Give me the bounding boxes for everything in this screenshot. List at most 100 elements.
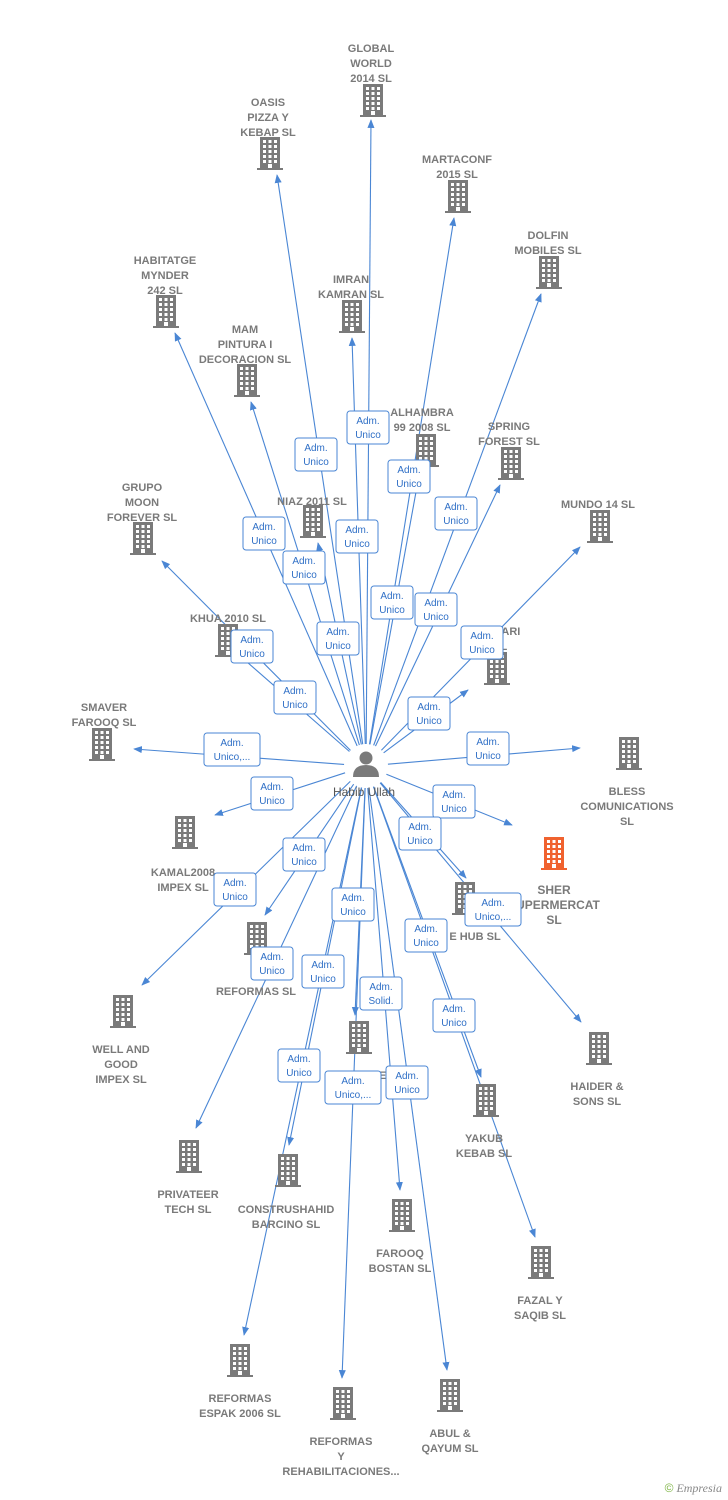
- company-node-abul[interactable]: ABUL &QAYUM SL: [421, 1379, 479, 1455]
- role-tag[interactable]: Adm.Unico: [385, 1065, 429, 1100]
- company-label-line: COMUNICATIONS: [580, 801, 673, 813]
- company-label-line: 99 2008 SL: [394, 422, 451, 434]
- building-icon: [339, 300, 365, 333]
- building-icon: [360, 84, 386, 117]
- role-tag[interactable]: Adm.Unico: [407, 696, 451, 731]
- company-label-line: HAIDER &: [570, 1081, 623, 1093]
- role-tag-text: Unico: [396, 479, 422, 490]
- role-tag[interactable]: Adm.Unico: [242, 516, 286, 551]
- role-tag-text: Unico: [286, 1068, 312, 1079]
- role-tag[interactable]: Adm.Unico: [460, 625, 504, 660]
- company-label-line: MYNDER: [141, 270, 189, 282]
- role-tag[interactable]: Adm.Unico: [277, 1048, 321, 1083]
- role-tag[interactable]: Adm.Unico: [282, 550, 326, 585]
- role-tag-text: Unico: [355, 430, 381, 441]
- role-tag-text: Unico: [340, 907, 366, 918]
- role-tag[interactable]: Adm.Unico: [282, 837, 326, 872]
- role-tag[interactable]: Adm.Solid.: [359, 976, 403, 1011]
- role-tag[interactable]: Adm.Unico: [404, 918, 448, 953]
- company-label-line: FOREST SL: [478, 436, 540, 448]
- role-tag-text: Unico: [310, 974, 336, 985]
- company-label-line: GOOD: [104, 1059, 138, 1071]
- building-icon: [110, 995, 136, 1028]
- company-node-reformas-y-rehab[interactable]: REFORMASYREHABILITACIONES...: [282, 1387, 400, 1478]
- role-tag[interactable]: Adm.Unico: [370, 585, 414, 620]
- role-tag[interactable]: Adm.Unico: [346, 410, 390, 445]
- building-icon: [234, 364, 260, 397]
- center-node[interactable]: Habib Ullah: [333, 751, 395, 800]
- role-tag[interactable]: Adm.Unico: [250, 946, 294, 981]
- role-tag-text: Adm.: [369, 982, 392, 993]
- role-tag[interactable]: Adm.Unico: [230, 629, 274, 664]
- role-tag-text: Unico: [282, 700, 308, 711]
- role-tag-text: Unico: [291, 857, 317, 868]
- copyright-icon: ©: [664, 1481, 674, 1495]
- role-tag-text: Adm.: [424, 598, 447, 609]
- role-tag-text: Unico: [475, 751, 501, 762]
- role-tag-text: Adm.: [395, 1071, 418, 1082]
- company-label-line: WORLD: [350, 58, 392, 70]
- role-tag[interactable]: Adm.Unico: [294, 437, 338, 472]
- role-tag[interactable]: Adm.Unico: [316, 621, 360, 656]
- company-node-imran[interactable]: IMRAN KAMRAN SL: [318, 274, 384, 333]
- role-tag[interactable]: Adm.Unico: [414, 592, 458, 627]
- role-tag-text: Adm.: [304, 443, 327, 454]
- role-tag-text: Unico: [259, 796, 285, 807]
- role-tag[interactable]: Adm.Unico: [432, 784, 476, 819]
- company-label-line: GLOBAL: [348, 43, 395, 55]
- company-node-haider[interactable]: HAIDER &SONS SL: [570, 1032, 624, 1108]
- role-tag-text: Adm.: [311, 960, 334, 971]
- role-tag[interactable]: Adm.Unico: [398, 816, 442, 851]
- role-tag[interactable]: Adm.Unico: [432, 998, 476, 1033]
- company-label-line: IMRAN: [333, 274, 369, 286]
- role-tag[interactable]: Adm.Unico: [250, 776, 294, 811]
- role-tag-text: Adm.: [341, 1076, 364, 1087]
- role-tag-text: Unico,...: [335, 1090, 372, 1101]
- company-label-line: QAYUM SL: [421, 1443, 478, 1455]
- company-label-line: BLESS: [609, 786, 646, 798]
- role-tag-text: Adm.: [397, 465, 420, 476]
- role-tag-text: Adm.: [283, 686, 306, 697]
- role-tag[interactable]: Adm.Unico: [434, 496, 478, 531]
- role-tag[interactable]: Adm.Unico: [213, 872, 257, 907]
- role-tag[interactable]: Adm.Unico: [331, 887, 375, 922]
- role-tag[interactable]: Adm.Unico,...: [203, 732, 261, 767]
- company-label-line: KAMRAN SL: [318, 289, 384, 301]
- role-tag[interactable]: Adm. Unico,...: [324, 1070, 382, 1105]
- company-label-line: PRIVATEER: [157, 1189, 218, 1201]
- role-tag[interactable]: Adm.Unico: [466, 731, 510, 766]
- company-label-line: FAZAL Y: [517, 1295, 563, 1307]
- building-icon: [172, 816, 198, 849]
- role-tag-text: Adm.: [260, 952, 283, 963]
- role-tag[interactable]: Adm. Unico: [301, 954, 345, 989]
- role-tag-text: Unico: [413, 938, 439, 949]
- company-node-mundo[interactable]: MUNDO 14 SL: [561, 499, 635, 543]
- company-node-niaz[interactable]: NIAZ 2011 SL: [277, 496, 347, 538]
- role-tag[interactable]: Adm. Unico: [387, 459, 431, 494]
- role-tag[interactable]: Adm.Unico,...: [464, 892, 522, 927]
- role-tag[interactable]: Adm.Unico: [335, 519, 379, 554]
- company-label-line: YAKUB: [465, 1133, 503, 1145]
- role-tag[interactable]: Adm. Unico: [273, 680, 317, 715]
- footer-brand[interactable]: © Empresia: [665, 1481, 722, 1496]
